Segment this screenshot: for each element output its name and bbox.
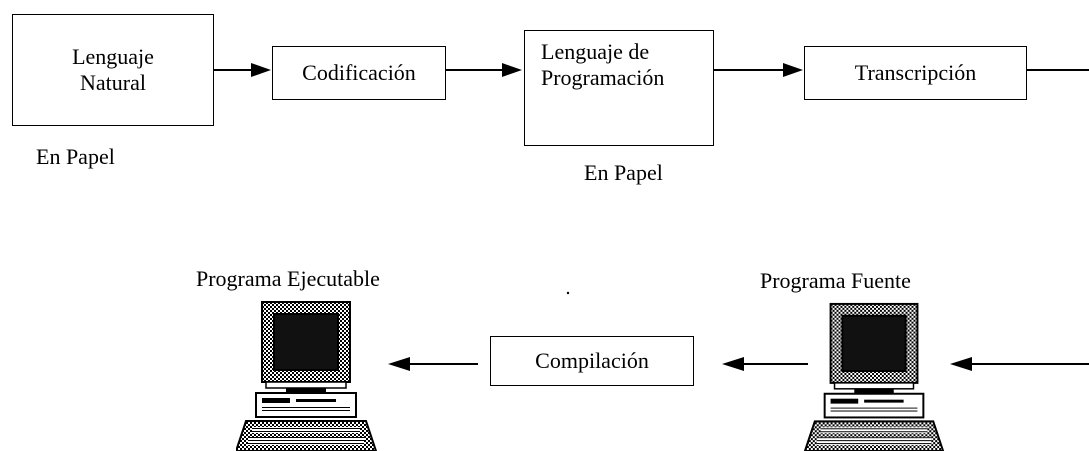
transcription-box: Transcripción: [804, 46, 1027, 100]
compilation-label: Compilación: [535, 347, 649, 373]
coding-box: Codificación: [272, 46, 446, 100]
on-paper-label-programming: En Papel: [584, 160, 663, 185]
source-program-label: Programa Fuente: [760, 268, 911, 293]
natural-language-line2: Natural: [80, 70, 146, 95]
arrowhead-left: [388, 357, 410, 371]
stray-dot: [566, 291, 570, 295]
arrowhead-left: [950, 357, 972, 371]
arrowhead-left: [722, 357, 744, 371]
computer-icon: [804, 302, 945, 451]
programming-language-line2: Programación: [541, 65, 665, 91]
coding-label: Codificación: [302, 59, 416, 85]
natural-language-line1: Lenguaje: [72, 43, 154, 69]
programming-language-box: Lenguaje de Programación: [524, 30, 714, 146]
arrowhead-right: [251, 63, 271, 77]
programming-language-line1: Lenguaje de: [541, 39, 650, 64]
transcription-label: Transcripción: [854, 59, 977, 85]
arrowhead-right: [502, 63, 522, 77]
on-paper-label-natural: En Papel: [36, 144, 115, 169]
arrowhead-right: [783, 63, 803, 77]
computer-icon: [236, 301, 378, 451]
compilation-box: Compilación: [490, 336, 694, 386]
natural-language-box: Lenguaje Natural: [12, 14, 214, 126]
executable-program-label: Programa Ejecutable: [196, 266, 380, 291]
